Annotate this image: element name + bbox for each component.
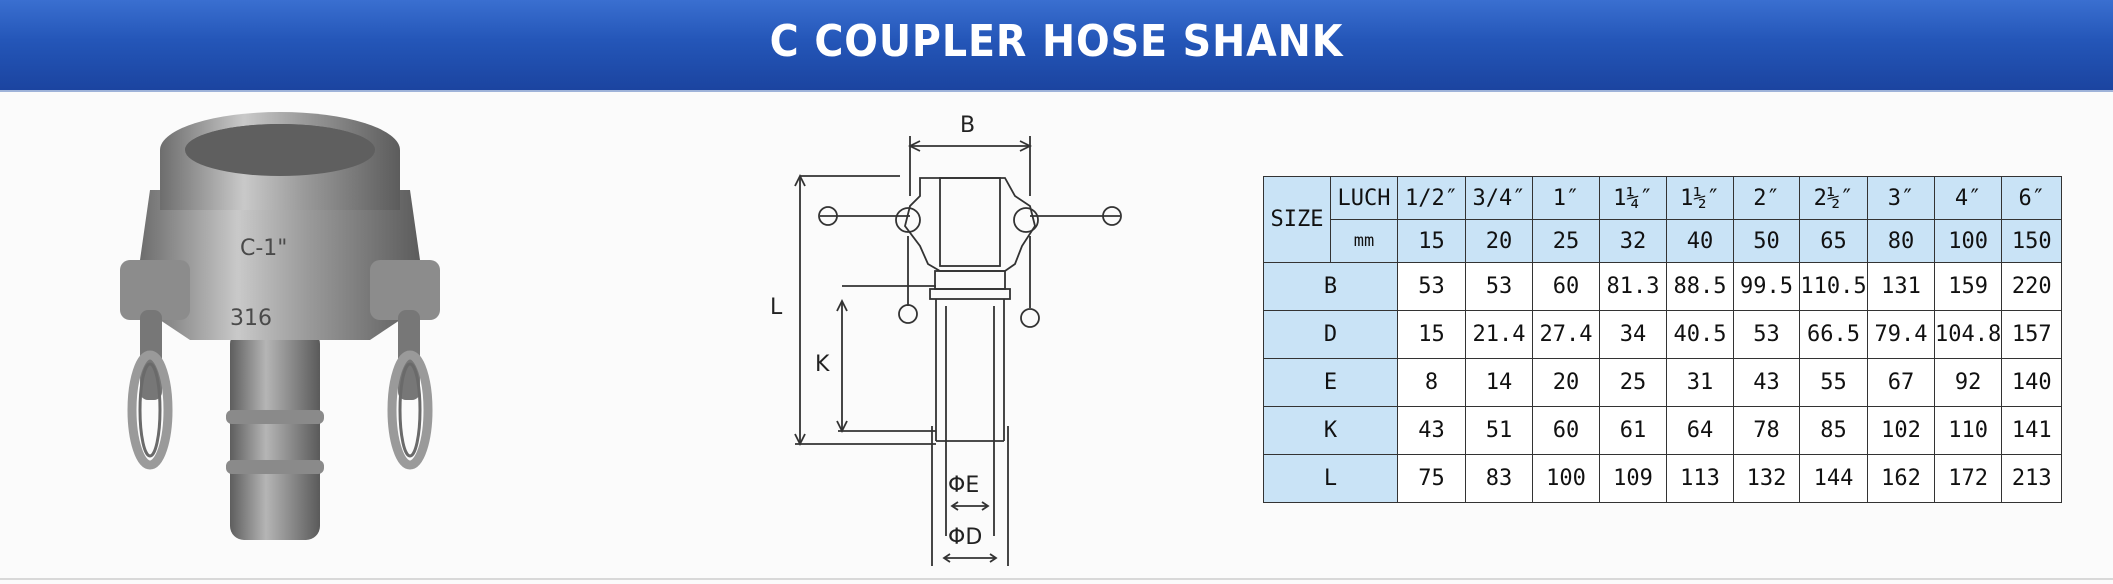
value-cell: 141 bbox=[2001, 406, 2063, 455]
value-cell: 8 bbox=[1397, 358, 1466, 407]
value-cell: 81.3 bbox=[1599, 262, 1667, 311]
mm-size-cell: 100 bbox=[1933, 219, 2003, 263]
mm-size-cell: 50 bbox=[1733, 219, 1800, 263]
value-cell: 110 bbox=[1933, 406, 2003, 455]
value-cell: 99.5 bbox=[1733, 262, 1800, 311]
value-cell: 140 bbox=[2001, 358, 2063, 407]
dimension-drawing: B L K ΦE ΦD bbox=[770, 113, 1122, 566]
value-cell: 113 bbox=[1666, 454, 1734, 503]
label-l: L bbox=[770, 295, 783, 320]
value-cell: 31 bbox=[1666, 358, 1734, 407]
value-cell: 100 bbox=[1532, 454, 1600, 503]
mm-size-cell: 25 bbox=[1532, 219, 1600, 263]
value-cell: 79.4 bbox=[1867, 310, 1935, 359]
mm-size-cell: 15 bbox=[1397, 219, 1466, 263]
value-cell: 21.4 bbox=[1465, 310, 1533, 359]
value-cell: 157 bbox=[2001, 310, 2063, 359]
value-cell: 60 bbox=[1532, 406, 1600, 455]
value-cell: 34 bbox=[1599, 310, 1667, 359]
value-cell: 131 bbox=[1867, 262, 1935, 311]
value-cell: 110.5 bbox=[1799, 262, 1868, 311]
row-label: B bbox=[1263, 262, 1398, 311]
value-cell: 102 bbox=[1867, 406, 1935, 455]
value-cell: 172 bbox=[1933, 454, 2003, 503]
value-cell: 27.4 bbox=[1532, 310, 1600, 359]
value-cell: 66.5 bbox=[1799, 310, 1868, 359]
value-cell: 64 bbox=[1666, 406, 1734, 455]
value-cell: 20 bbox=[1532, 358, 1600, 407]
label-e: ΦE bbox=[948, 473, 979, 498]
inch-size-cell: 1¼″ bbox=[1599, 176, 1667, 220]
mm-size-cell: 65 bbox=[1799, 219, 1868, 263]
value-cell: 53 bbox=[1733, 310, 1800, 359]
inch-size-cell: 2″ bbox=[1733, 176, 1800, 220]
value-cell: 25 bbox=[1599, 358, 1667, 407]
label-k: K bbox=[815, 352, 830, 377]
value-cell: 60 bbox=[1532, 262, 1600, 311]
label-b: B bbox=[960, 113, 975, 138]
value-cell: 78 bbox=[1733, 406, 1800, 455]
value-cell: 43 bbox=[1733, 358, 1800, 407]
table-row: L 75 83 100 109 113 132 144 162 172 213 bbox=[1263, 454, 2063, 503]
value-cell: 144 bbox=[1799, 454, 1868, 503]
row-label: L bbox=[1263, 454, 1398, 503]
mm-size-cell: 80 bbox=[1867, 219, 1935, 263]
table-row: B 53 53 60 81.3 88.5 99.5 110.5 131 159 … bbox=[1263, 262, 2063, 311]
inch-size-cell: 3/4″ bbox=[1465, 176, 1533, 220]
value-cell: 40.5 bbox=[1666, 310, 1734, 359]
value-cell: 14 bbox=[1465, 358, 1533, 407]
row-label: K bbox=[1263, 406, 1398, 455]
table-row: D 15 21.4 27.4 34 40.5 53 66.5 79.4 104.… bbox=[1263, 310, 2063, 359]
inch-size-cell: 1½″ bbox=[1666, 176, 1734, 220]
mm-size-cell: 150 bbox=[2001, 219, 2063, 263]
mm-header: mm bbox=[1330, 219, 1398, 263]
value-cell: 85 bbox=[1799, 406, 1868, 455]
page-title: C COUPLER HOSE SHANK bbox=[769, 16, 1344, 67]
marking-size: C-1" bbox=[240, 236, 287, 261]
value-cell: 43 bbox=[1397, 406, 1466, 455]
value-cell: 55 bbox=[1799, 358, 1868, 407]
row-label: D bbox=[1263, 310, 1398, 359]
value-cell: 88.5 bbox=[1666, 262, 1734, 311]
marking-material: 316 bbox=[230, 306, 272, 331]
value-cell: 109 bbox=[1599, 454, 1667, 503]
size-header: SIZE bbox=[1263, 176, 1331, 263]
inch-size-cell: 1″ bbox=[1532, 176, 1600, 220]
dimension-table: SIZE LUCH 1/2″ 3/4″ 1″ 1¼″ 1½″ 2″ 2½″ 3″… bbox=[1263, 176, 2063, 503]
table-row: K 43 51 60 61 64 78 85 102 110 141 bbox=[1263, 406, 2063, 455]
inch-header: LUCH bbox=[1330, 176, 1398, 220]
value-cell: 75 bbox=[1397, 454, 1466, 503]
value-cell: 162 bbox=[1867, 454, 1935, 503]
inch-size-cell: 2½″ bbox=[1799, 176, 1868, 220]
value-cell: 53 bbox=[1397, 262, 1466, 311]
title-banner: C COUPLER HOSE SHANK bbox=[0, 0, 2113, 92]
inch-size-cell: 6″ bbox=[2001, 176, 2063, 220]
bottom-divider bbox=[0, 578, 2113, 580]
value-cell: 104.8 bbox=[1933, 310, 2003, 359]
inch-size-cell: 1/2″ bbox=[1397, 176, 1466, 220]
inch-size-cell: 3″ bbox=[1867, 176, 1935, 220]
value-cell: 61 bbox=[1599, 406, 1667, 455]
value-cell: 51 bbox=[1465, 406, 1533, 455]
mm-size-cell: 32 bbox=[1599, 219, 1667, 263]
value-cell: 132 bbox=[1733, 454, 1800, 503]
row-label: E bbox=[1263, 358, 1398, 407]
mm-size-cell: 20 bbox=[1465, 219, 1533, 263]
inch-size-cell: 4″ bbox=[1933, 176, 2003, 220]
value-cell: 83 bbox=[1465, 454, 1533, 503]
coupler-photo: C-1" 316 bbox=[120, 112, 440, 540]
mm-size-cell: 40 bbox=[1666, 219, 1734, 263]
value-cell: 213 bbox=[2001, 454, 2063, 503]
value-cell: 53 bbox=[1465, 262, 1533, 311]
label-d: ΦD bbox=[948, 525, 982, 550]
value-cell: 159 bbox=[1933, 262, 2003, 311]
value-cell: 92 bbox=[1933, 358, 2003, 407]
value-cell: 220 bbox=[2001, 262, 2063, 311]
table-row: E 8 14 20 25 31 43 55 67 92 140 bbox=[1263, 358, 2063, 407]
value-cell: 15 bbox=[1397, 310, 1466, 359]
value-cell: 67 bbox=[1867, 358, 1935, 407]
